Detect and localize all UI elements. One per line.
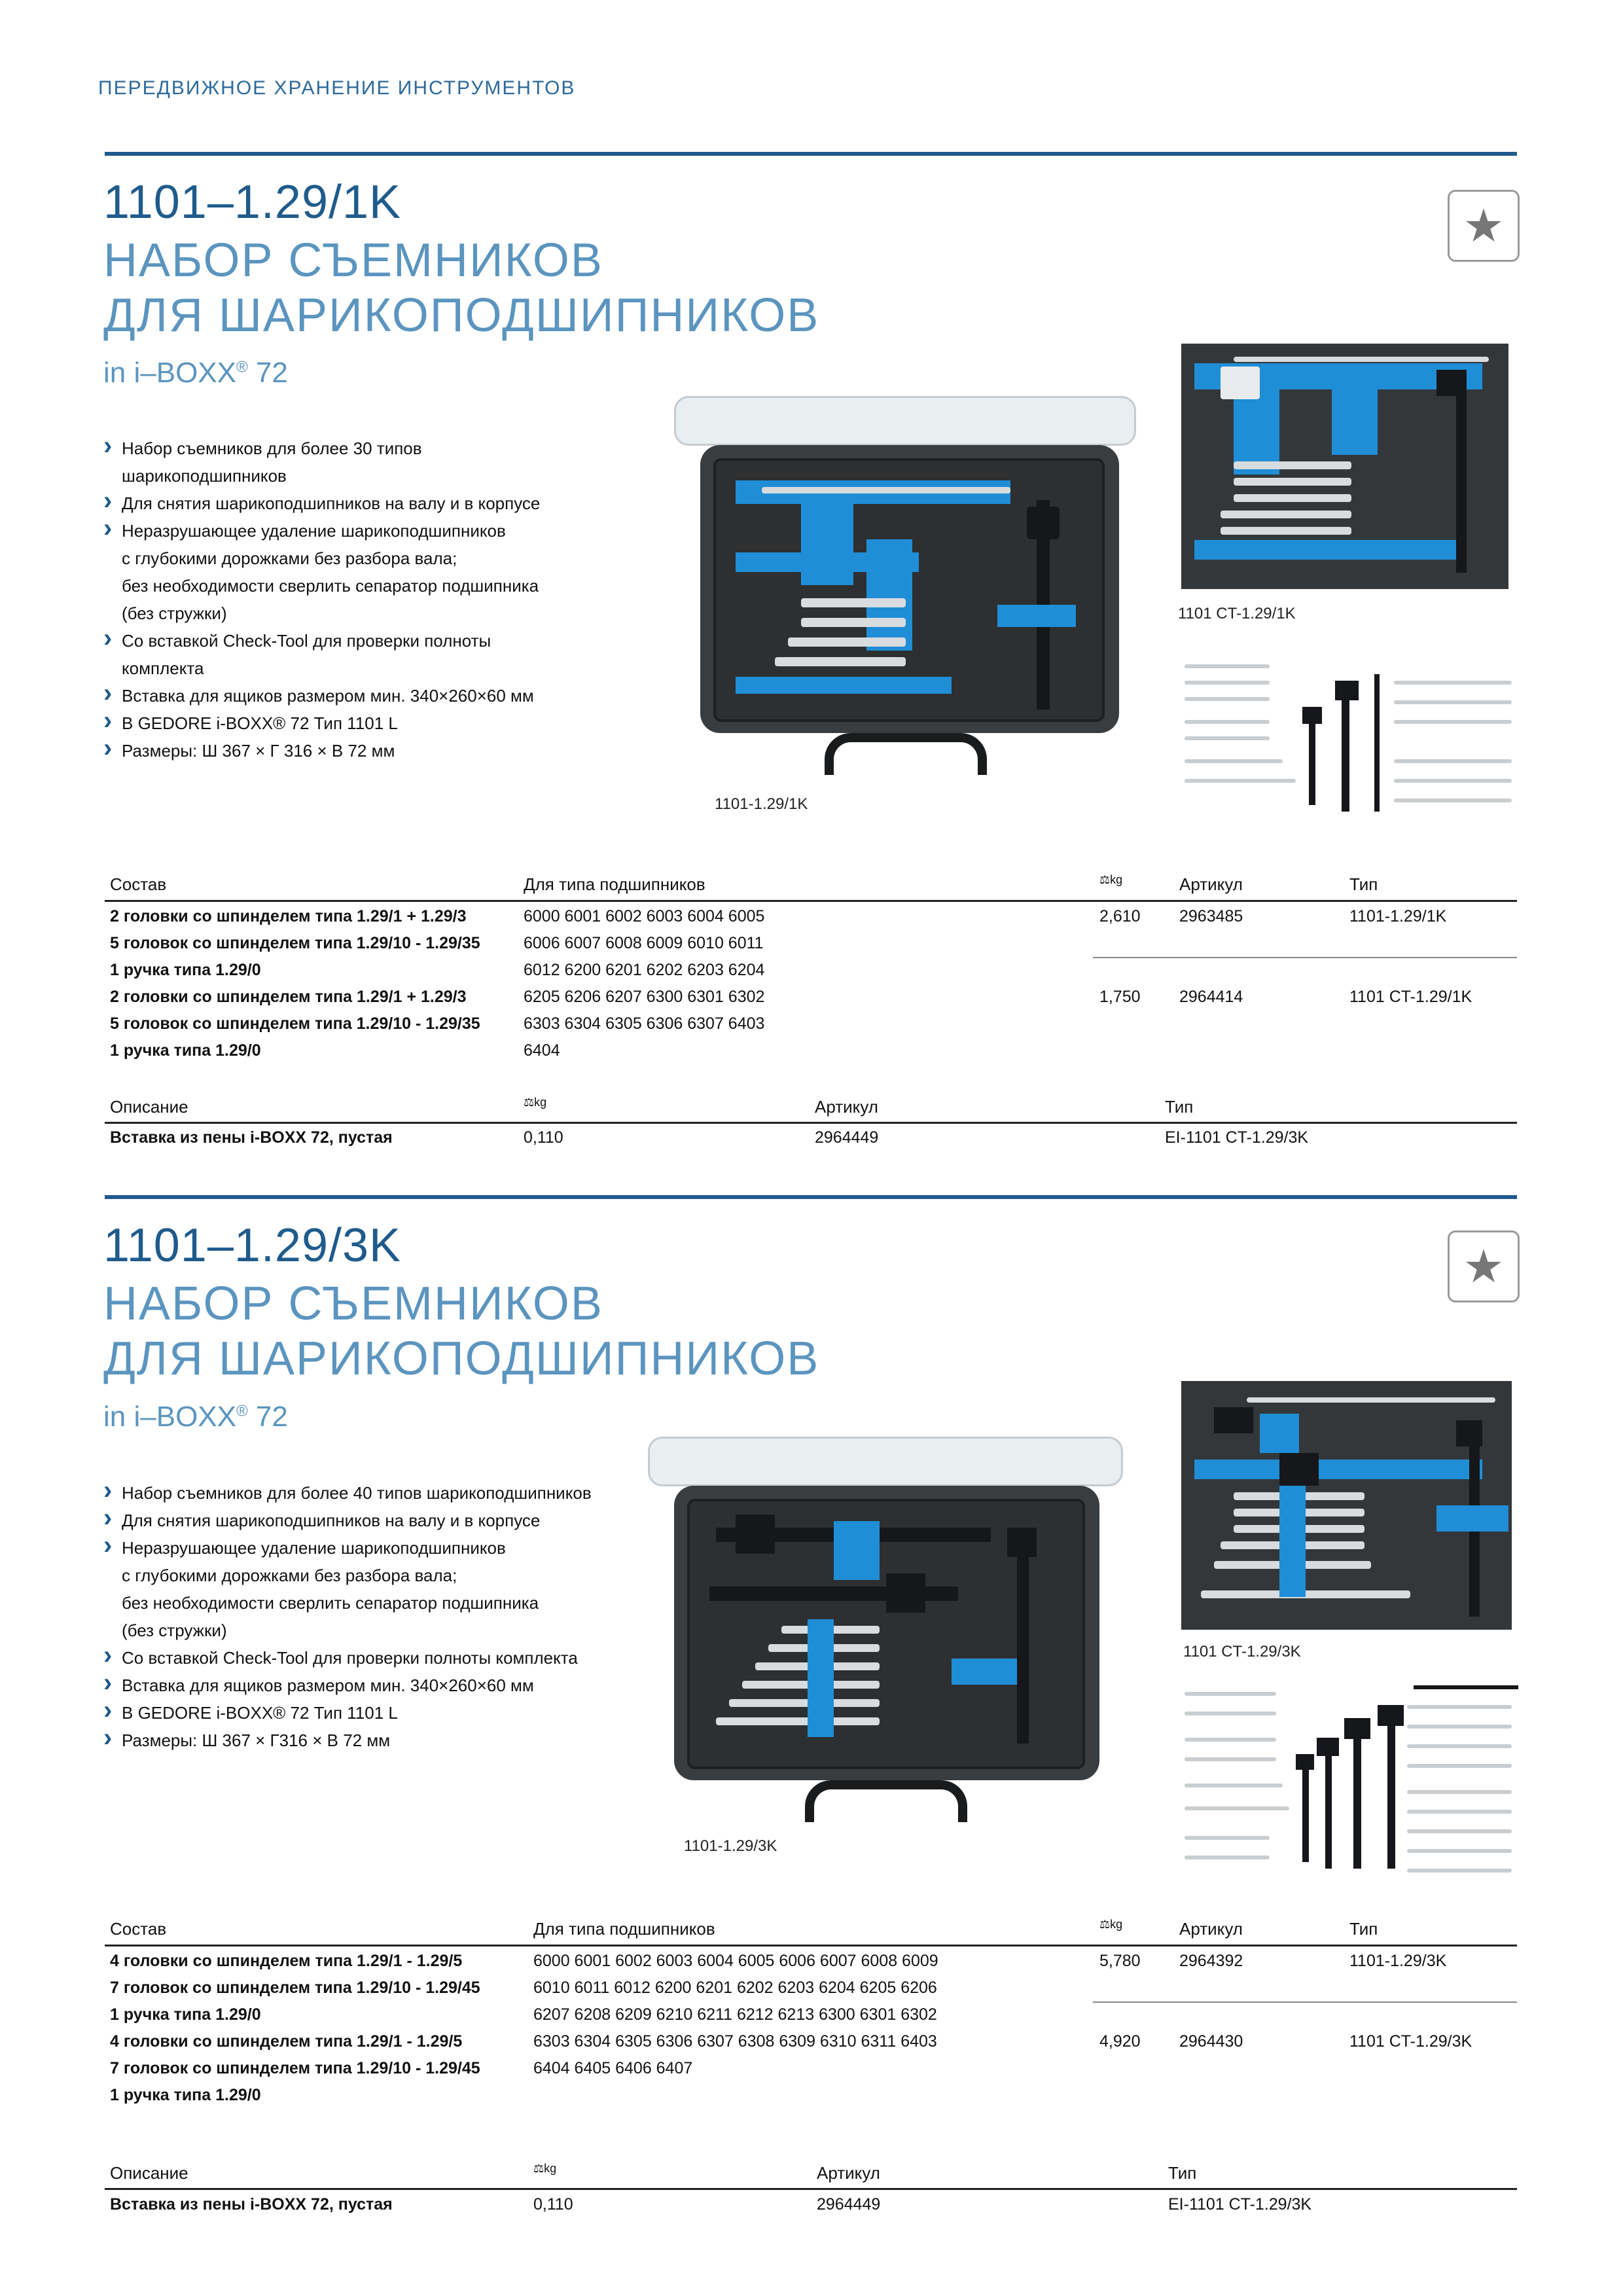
article-value: 2964392 (1179, 1952, 1243, 1970)
col-type: Тип (1165, 1097, 1194, 1117)
col-article: Артикул (817, 2163, 880, 2183)
insert-image-caption: 1101 CT-1.29/3K (1183, 1643, 1301, 1660)
table-header-line (105, 900, 1517, 902)
product-title-line1: НАБОР СЪЕМНИКОВ (103, 234, 603, 287)
col-bearing-type: Для типа подшипников (524, 874, 705, 894)
section-divider (105, 1195, 1517, 1199)
feature-item-cont: (без стружки) (122, 603, 227, 623)
scale-icon: ⚖kg (524, 1096, 547, 1109)
article-value: 2963485 (1179, 907, 1243, 925)
product-title-line2: ДЛЯ ШАРИКОПОДШИПНИКОВ (103, 1333, 820, 1385)
weight-value: 5,780 (1099, 1952, 1141, 1970)
product-code: 1101–1.29/3K (103, 1219, 402, 1272)
article-value: 2964449 (817, 2195, 881, 2214)
favorite-button[interactable]: ★ (1448, 1230, 1520, 1302)
col-description: Описание (110, 2163, 188, 2183)
feature-item: Вставка для ящиков размером мин. 340×260… (103, 679, 540, 709)
top-divider (105, 152, 1517, 156)
feature-item: Для снятия шарикоподшипников на валу и в… (103, 487, 540, 517)
table-header-line (105, 1945, 1517, 1946)
col-description: Описание (110, 1097, 188, 1117)
feature-item-cont: с глубокими дорожками без разбора вала; (122, 1566, 457, 1585)
star-icon: ★ (1463, 1241, 1505, 1292)
product-title-line2: ДЛЯ ШАРИКОПОДШИПНИКОВ (103, 289, 820, 342)
feature-item: В GEDORE i-BOXX® 72 Тип 1101 L (103, 707, 540, 737)
feature-item: Набор съемников для более 30 типов (103, 432, 540, 462)
bearing-list: 6000 6001 6002 6003 6004 6005 6006 6007 … (533, 1952, 938, 2077)
parts-image (1178, 655, 1518, 818)
feature-list: Набор съемников для более 30 типов шарик… (103, 432, 540, 764)
parts-image (1178, 1685, 1518, 1882)
insert-image (1181, 1381, 1512, 1630)
weight-value: 4,920 (1099, 2032, 1141, 2051)
feature-item: Неразрушающее удаление шарикоподшипников (103, 1532, 592, 1562)
in-boxx-label: in i–BOXX® 72 (103, 1401, 288, 1433)
feature-item: Со вставкой Check-Tool для проверки полн… (103, 1641, 592, 1672)
case-image-caption: 1101-1.29/3K (684, 1837, 777, 1855)
feature-item-cont: без необходимости сверлить сепаратор под… (122, 1593, 539, 1613)
scale-icon: ⚖kg (533, 2162, 557, 2175)
col-type: Тип (1168, 2163, 1197, 2183)
feature-item-cont: с глубокими дорожками без разбора вала; (122, 548, 457, 568)
product-case-image (674, 396, 1139, 782)
in-boxx-label: in i–BOXX® 72 (103, 357, 288, 389)
table-header-line (105, 2188, 1517, 2190)
feature-item: Набор съемников для более 40 типов шарик… (103, 1477, 592, 1507)
favorite-button[interactable]: ★ (1448, 190, 1520, 262)
feature-item-cont: комплекта (122, 658, 204, 678)
col-article: Артикул (1179, 1919, 1243, 1939)
desc-value: Вставка из пены i-BOXX 72, пустая (110, 2195, 393, 2214)
weight-value: 0,110 (524, 1128, 563, 1147)
col-type: Тип (1349, 874, 1378, 894)
feature-item: Вставка для ящиков размером мин. 340×260… (103, 1669, 592, 1699)
feature-item: Неразрушающее удаление шарикоподшипников (103, 514, 540, 545)
type-value: EI-1101 CT-1.29/3K (1168, 2195, 1312, 2214)
table-row: 2 головки со шпинделем типа 1.29/1 + 1.2… (110, 907, 480, 1060)
product-case-image (648, 1437, 1126, 1829)
row-divider (1093, 2001, 1517, 2003)
weight-value: 0,110 (533, 2195, 573, 2214)
feature-list: Набор съемников для более 40 типов шарик… (103, 1477, 592, 1754)
feature-item-cont: без необходимости сверлить сепаратор под… (122, 576, 539, 596)
section-header: ПЕРЕДВИЖНОЕ ХРАНЕНИЕ ИНСТРУМЕНТОВ (98, 77, 576, 99)
col-bearing-type: Для типа подшипников (533, 1919, 715, 1939)
article-value: 2964449 (815, 1128, 879, 1147)
scale-icon: ⚖kg (1099, 873, 1123, 886)
type-value: 1101-1.29/1K (1349, 907, 1447, 925)
case-image-caption: 1101-1.29/1K (715, 795, 808, 813)
table-header-line (105, 1122, 1517, 1124)
feature-item: Со вставкой Check-Tool для проверки полн… (103, 624, 540, 655)
bearing-list: 6000 6001 6002 6003 6004 6005 6006 6007 … (524, 907, 765, 1060)
product-code: 1101–1.29/1K (103, 176, 402, 228)
feature-item: В GEDORE i-BOXX® 72 Тип 1101 L (103, 1696, 592, 1727)
feature-item-cont: (без стружки) (122, 1621, 227, 1640)
table-row: 4 головки со шпинделем типа 1.29/1 - 1.2… (110, 1952, 480, 2104)
insert-image-caption: 1101 CT-1.29/1K (1178, 605, 1296, 622)
col-article: Артикул (1179, 874, 1243, 894)
article-value: 2964430 (1179, 2032, 1243, 2051)
desc-value: Вставка из пены i-BOXX 72, пустая (110, 1128, 393, 1147)
weight-value: 2,610 (1099, 907, 1141, 925)
feature-item-cont: шарикоподшипников (122, 466, 287, 486)
type-value: EI-1101 CT-1.29/3K (1165, 1128, 1309, 1147)
feature-item: Размеры: Ш 367 × Г316 × В 72 мм (103, 1724, 592, 1754)
col-composition: Состав (110, 874, 167, 894)
type-value: 1101-1.29/3K (1349, 1952, 1447, 1970)
type-value: 1101 CT-1.29/1K (1349, 988, 1472, 1006)
insert-image (1181, 344, 1508, 589)
weight-value: 1,750 (1099, 988, 1141, 1006)
row-divider (1093, 957, 1517, 958)
star-icon: ★ (1463, 200, 1505, 251)
feature-item: Для снятия шарикоподшипников на валу и в… (103, 1504, 592, 1534)
col-type: Тип (1349, 1919, 1378, 1939)
col-composition: Состав (110, 1919, 167, 1939)
type-value: 1101 CT-1.29/3K (1349, 2032, 1472, 2051)
feature-item: Размеры: Ш 367 × Г 316 × В 72 мм (103, 734, 540, 764)
product-title-line1: НАБОР СЪЕМНИКОВ (103, 1278, 603, 1330)
scale-icon: ⚖kg (1099, 1918, 1123, 1931)
article-value: 2964414 (1179, 988, 1243, 1006)
col-article: Артикул (815, 1097, 878, 1117)
